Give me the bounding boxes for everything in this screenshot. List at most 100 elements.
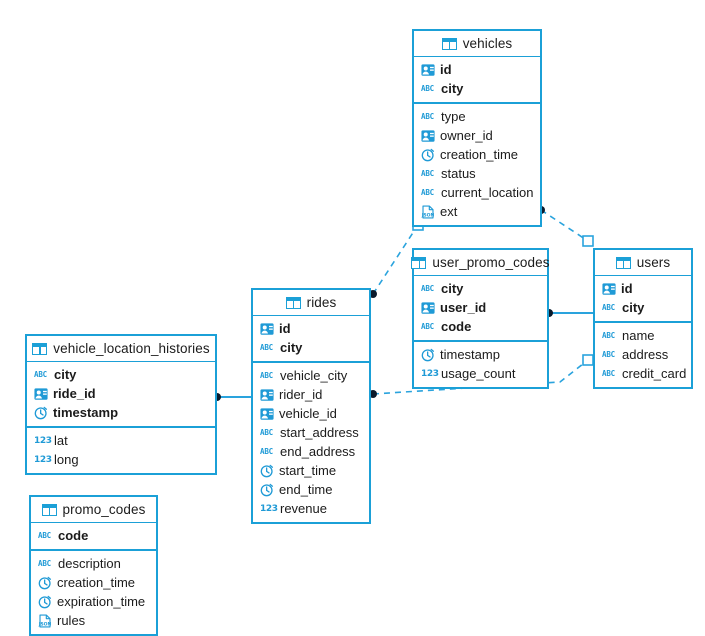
column-row[interactable]: owner_id [414, 126, 540, 145]
column-row[interactable]: timestamp [27, 403, 215, 422]
column-name: city [622, 300, 645, 315]
table-header[interactable]: vehicle_location_histories [27, 336, 215, 362]
column-row[interactable]: expiration_time [31, 592, 156, 611]
column-row[interactable]: creation_time [414, 145, 540, 164]
abc-string-icon: ABC [421, 168, 434, 178]
numeric-123-icon: 123 [260, 503, 278, 514]
target-square-marker [582, 235, 594, 247]
table-title: rides [306, 295, 337, 310]
relationship-rel-vlh-rides[interactable] [213, 393, 251, 401]
column-row[interactable]: end_time [253, 480, 369, 499]
relationship-rel-vehicles-users[interactable] [537, 206, 594, 247]
column-row[interactable]: timestamp [414, 345, 547, 364]
column-name: credit_card [622, 366, 687, 381]
column-row[interactable]: ABC type [414, 107, 540, 126]
clock-icon [38, 595, 52, 608]
clock-icon [34, 406, 48, 419]
column-name: id [621, 281, 633, 296]
column-name: id [279, 321, 291, 336]
abc-string-icon: ABC [421, 187, 434, 197]
clock-icon [421, 348, 435, 361]
column-row[interactable]: id [595, 279, 691, 298]
column-row[interactable]: ABC start_address [253, 423, 369, 442]
column-name: timestamp [53, 405, 119, 420]
abc-string-icon: ABC [260, 427, 273, 437]
relationship-rel-upc-users[interactable] [545, 309, 593, 317]
table-header[interactable]: users [595, 250, 691, 276]
table-header[interactable]: user_promo_codes [411, 250, 549, 276]
column-name: vehicle_city [280, 368, 348, 383]
abc-string-icon: ABC [421, 321, 434, 331]
numeric-123-icon: 123 [421, 368, 439, 379]
column-name: user_id [440, 300, 487, 315]
svg-text:JSON: JSON [38, 621, 52, 627]
column-row[interactable]: start_time [253, 461, 369, 480]
table-header[interactable]: rides [253, 290, 369, 316]
column-row[interactable]: ABC code [414, 317, 547, 336]
table-header[interactable]: vehicles [414, 31, 540, 57]
column-name: city [54, 367, 77, 382]
column-name: status [441, 166, 476, 181]
column-name: ride_id [53, 386, 96, 401]
table-header[interactable]: promo_codes [31, 497, 156, 523]
key-id-icon [260, 322, 274, 335]
column-name: start_address [280, 425, 359, 440]
column-row[interactable]: user_id [414, 298, 547, 317]
column-row[interactable]: vehicle_id [253, 404, 369, 423]
column-row[interactable]: ride_id [27, 384, 215, 403]
column-name: type [441, 109, 466, 124]
table-title: users [636, 255, 671, 270]
numeric-123-icon: 123 [34, 454, 52, 465]
column-name: city [441, 81, 464, 96]
target-square-marker [582, 354, 594, 366]
column-row[interactable]: creation_time [31, 573, 156, 592]
column-row[interactable]: rider_id [253, 385, 369, 404]
column-name: address [622, 347, 669, 362]
json-icon: JSON [38, 613, 52, 627]
abc-string-icon: ABC [38, 530, 51, 540]
table-title: vehicle_location_histories [53, 341, 210, 356]
column-name: rider_id [279, 387, 323, 402]
abc-string-icon: ABC [421, 111, 434, 121]
column-row[interactable]: ABC status [414, 164, 540, 183]
column-name: id [440, 62, 452, 77]
clock-icon [260, 483, 274, 496]
column-name: code [441, 319, 472, 334]
column-row[interactable]: id [414, 60, 540, 79]
table-grid-icon [441, 37, 457, 50]
column-row[interactable]: id [253, 319, 369, 338]
abc-string-icon: ABC [602, 349, 615, 359]
column-name: city [441, 281, 464, 296]
table-grid-icon [411, 256, 427, 269]
column-row[interactable]: ABC address [595, 345, 691, 364]
